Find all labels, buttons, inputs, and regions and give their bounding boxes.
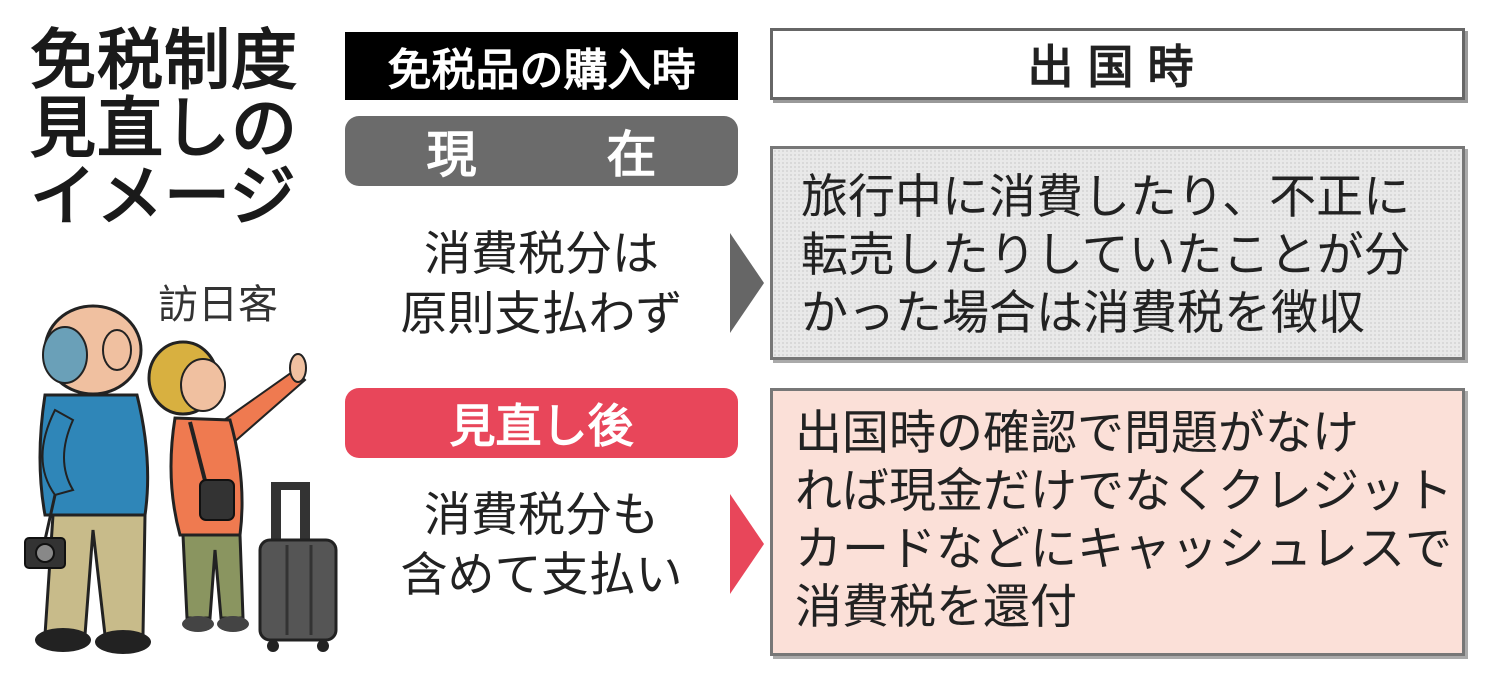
current-purchase-line-1: 消費税分は bbox=[424, 227, 659, 282]
header-purchase: 免税品の購入時 bbox=[345, 32, 738, 100]
revised-purchase-text: 消費税分も 含めて支払い bbox=[345, 486, 738, 606]
revised-purchase-line-2: 含めて支払い bbox=[400, 548, 683, 603]
woman-figure bbox=[147, 340, 307, 632]
current-purchase-line-2: 原則支払わず bbox=[400, 287, 683, 342]
man-figure bbox=[24, 304, 151, 654]
current-arrow bbox=[730, 233, 764, 333]
tourist-couple-illustration bbox=[24, 304, 338, 654]
revised-departure-box: 出国時の確認で問題がなけ れば現金だけでなくクレジット カードなどにキャッシュレ… bbox=[770, 388, 1465, 656]
title-line-3: イメージ bbox=[30, 158, 297, 235]
suitcase-icon bbox=[258, 482, 338, 652]
revised-departure-text: 出国時の確認で問題がなけ れば現金だけでなくクレジット カードなどにキャッシュレ… bbox=[795, 406, 1453, 635]
header-departure: 出国時 bbox=[770, 28, 1465, 100]
current-departure-text: 旅行中に消費したり、不正に 転売したりしていたことが分 かった場合は消費税を徴収 bbox=[801, 170, 1411, 341]
title-line-1: 免税制度 bbox=[30, 22, 298, 99]
camera-icon bbox=[24, 494, 66, 569]
current-purchase-text: 消費税分は 原則支払わず bbox=[345, 225, 738, 345]
current-arrow-shape bbox=[730, 233, 764, 333]
title-line-2: 見直しの bbox=[30, 90, 298, 167]
revised-label: 見直し後 bbox=[345, 388, 738, 458]
revised-purchase-line-1: 消費税分も bbox=[424, 488, 659, 543]
revised-arrow-shape bbox=[730, 494, 764, 594]
current-label: 現 在 bbox=[345, 116, 738, 186]
visitor-label: 訪日客 bbox=[158, 282, 278, 328]
current-departure-box: 旅行中に消費したり、不正に 転売したりしていたことが分 かった場合は消費税を徴収 bbox=[770, 146, 1465, 360]
revised-arrow bbox=[730, 494, 764, 594]
